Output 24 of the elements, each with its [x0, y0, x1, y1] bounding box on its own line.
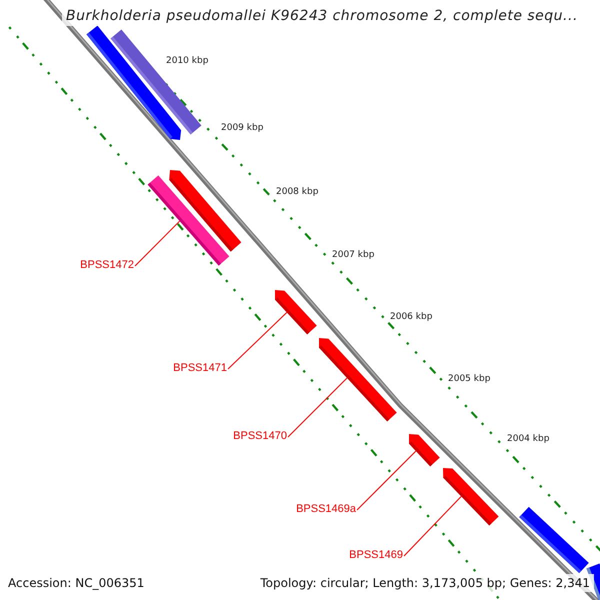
leader-line — [134, 220, 180, 266]
scale-label: 2009 kbp — [221, 124, 264, 133]
gene-feature — [148, 175, 230, 266]
gene-feature — [443, 468, 499, 526]
leader-line — [228, 312, 288, 370]
leader-line — [356, 450, 416, 510]
leader-line — [404, 496, 462, 556]
gene-feature — [275, 290, 317, 334]
scale-label: 2005 kbp — [448, 375, 490, 384]
leader-line — [288, 377, 348, 438]
scale-label: 2007 kbp — [332, 251, 374, 260]
scale-label: 2006 kbp — [390, 313, 432, 322]
gene-label: BPSS1471 — [173, 363, 227, 374]
gene-label: BPSS1472 — [80, 260, 134, 271]
gene-label: BPSS1469a — [296, 504, 356, 515]
scale-label: 2010 kbp — [166, 57, 208, 66]
gene-label: BPSS1470 — [233, 431, 287, 442]
scale-label: 2004 kbp — [507, 435, 550, 444]
gene-label: BPSS1469 — [349, 550, 403, 561]
scale-label: 2008 kbp — [276, 188, 318, 197]
gene-feature — [519, 506, 589, 574]
gene-feature — [409, 434, 440, 466]
gene-feature — [319, 338, 397, 422]
accession-text: Accession: NC_006351 — [8, 575, 144, 592]
